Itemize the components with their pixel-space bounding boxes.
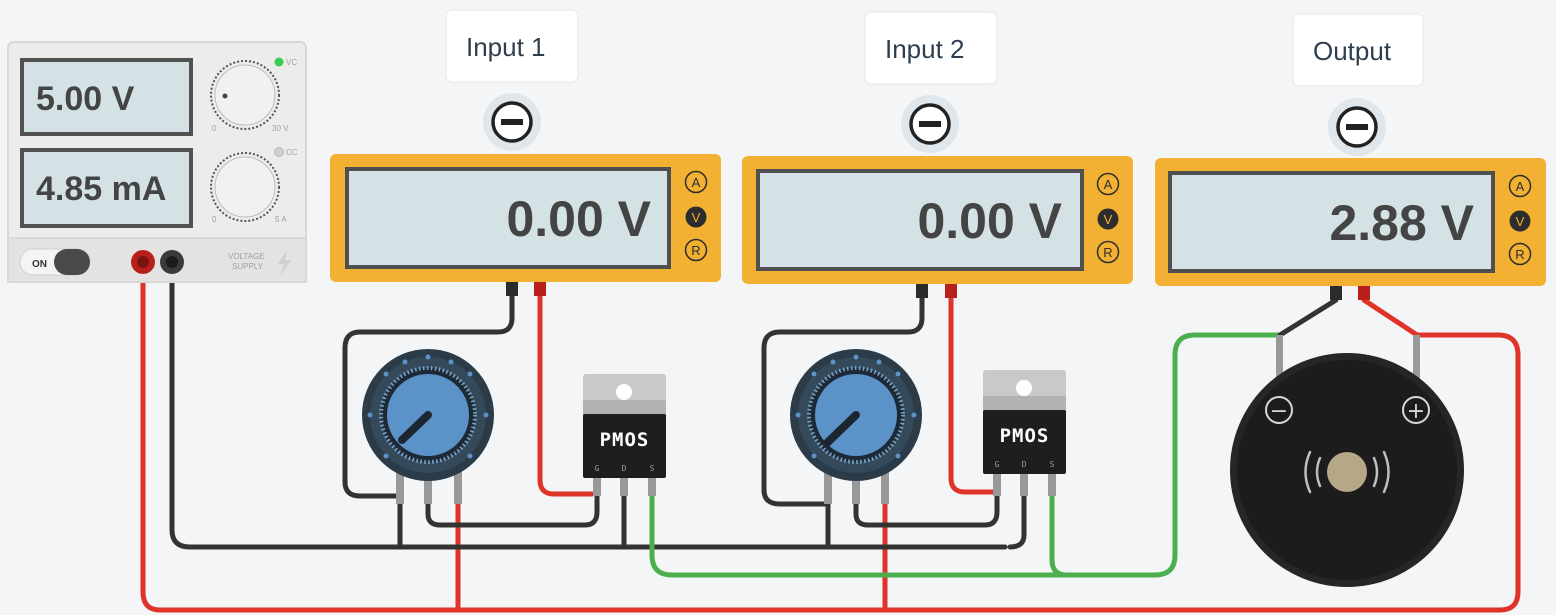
pin-d-label: D xyxy=(1022,460,1027,469)
probe-plugs[interactable] xyxy=(916,284,957,298)
multimeter-input-1[interactable]: Input 1 0.00 V A V R xyxy=(330,9,721,296)
mode-a-label: A xyxy=(1104,177,1113,192)
minus-probe-icon[interactable] xyxy=(483,93,541,151)
voltage-knob-min-label: 0 xyxy=(212,124,217,133)
minus-terminal-icon: − xyxy=(1265,396,1293,424)
meter-reading: 0.00 V xyxy=(917,193,1062,249)
cc-indicator-label: CC xyxy=(286,148,298,157)
sound-wave-icon xyxy=(1304,450,1390,494)
cc-indicator-light xyxy=(274,147,284,157)
mode-r-button[interactable] xyxy=(1508,242,1532,266)
mode-buttons: A V R xyxy=(1096,172,1120,264)
mode-a-label: A xyxy=(692,175,701,190)
mode-r-button[interactable] xyxy=(1096,240,1120,264)
callout-input-2: Input 2 xyxy=(864,11,998,85)
pmos-transistor-2[interactable]: PMOS G D S xyxy=(983,370,1066,496)
current-knob-max-label: 5 A xyxy=(275,215,287,224)
probe-plugs[interactable] xyxy=(1330,286,1370,300)
potentiometer-2[interactable] xyxy=(790,349,922,504)
supply-brand-line1: VOLTAGE xyxy=(228,252,265,261)
mode-a-button[interactable] xyxy=(1508,174,1532,198)
mode-r-label: R xyxy=(691,243,700,258)
power-switch[interactable]: ON xyxy=(19,248,91,276)
vc-indicator-label: VC xyxy=(286,58,297,67)
mode-v-label: V xyxy=(1516,214,1525,229)
green-source2-wire[interactable] xyxy=(1049,475,1070,578)
meter2-red-probe-wire[interactable] xyxy=(948,292,996,495)
buzzer-disc xyxy=(1327,452,1367,492)
mode-buttons: A V R xyxy=(684,170,708,262)
callout-input-1: Input 1 xyxy=(445,9,579,83)
mode-r-label: R xyxy=(1515,247,1524,262)
mode-buttons: A V R xyxy=(1508,174,1532,266)
mode-r-label: R xyxy=(1103,245,1112,260)
vc-indicator-light xyxy=(274,57,284,67)
current-knob-min-label: 0 xyxy=(212,215,217,224)
pin-g-label: G xyxy=(595,464,600,473)
pmos-label: PMOS xyxy=(1000,425,1050,447)
probe-plugs[interactable] xyxy=(506,282,546,296)
output-black-probe-wire[interactable] xyxy=(1277,297,1339,338)
pin-g-label: G xyxy=(995,460,1000,469)
voltage-knob-max-label: 30 V xyxy=(272,124,289,133)
meter2-black-probe-wire[interactable] xyxy=(761,292,925,507)
pot-pointer xyxy=(823,411,860,447)
callout-output: Output xyxy=(1292,13,1424,87)
voltage-display-text: 5.00 V xyxy=(36,80,135,118)
pin-s-label: S xyxy=(650,464,655,473)
plus-terminal-icon: + xyxy=(1402,396,1430,424)
minus-probe-icon[interactable] xyxy=(1328,98,1386,156)
potentiometer-1[interactable] xyxy=(362,349,494,504)
mode-a-label: A xyxy=(1516,179,1525,194)
meter-reading: 2.88 V xyxy=(1329,195,1474,251)
pin-d-label: D xyxy=(622,464,627,473)
callout-input-2-label: Input 2 xyxy=(885,34,965,64)
pmos-label: PMOS xyxy=(600,429,650,451)
pmos-mount-hole xyxy=(616,384,632,400)
wires xyxy=(140,261,1521,613)
meter1-red-probe-wire[interactable] xyxy=(537,292,595,497)
meter1-black-probe-wire[interactable] xyxy=(342,292,515,499)
callout-input-1-label: Input 1 xyxy=(466,32,546,62)
mode-v-button[interactable] xyxy=(1097,208,1119,230)
green-source1-wire[interactable] xyxy=(649,332,1283,578)
power-switch-label: ON xyxy=(32,259,47,270)
mode-v-label: V xyxy=(1104,212,1113,227)
pot-pointer xyxy=(398,411,432,444)
callout-output-label: Output xyxy=(1313,36,1392,66)
pot1-wiper-gate-wire[interactable] xyxy=(425,475,600,528)
mode-a-button[interactable] xyxy=(1096,172,1120,196)
multimeter-input-2[interactable]: Input 2 0.00 V A V R xyxy=(742,11,1133,298)
power-supply[interactable]: 5.00 V 4.85 mA VC CC 0 30 V 0 5 A ON xyxy=(7,41,307,283)
voltage-knob[interactable] xyxy=(210,60,280,130)
pin-s-label: S xyxy=(1050,460,1055,469)
pmos-mount-hole xyxy=(1016,380,1032,396)
mode-v-label: V xyxy=(692,210,701,225)
mode-r-button[interactable] xyxy=(684,238,708,262)
mode-v-button[interactable] xyxy=(685,206,707,228)
pmos-transistor-1[interactable]: PMOS G D S xyxy=(583,374,666,496)
lightning-icon xyxy=(278,250,291,276)
black-drain2-wire[interactable] xyxy=(1007,475,1027,550)
mode-a-button[interactable] xyxy=(684,170,708,194)
mode-v-button[interactable] xyxy=(1509,210,1531,232)
negative-terminal[interactable] xyxy=(160,250,184,274)
svg-text:+: + xyxy=(1407,399,1425,424)
current-knob[interactable] xyxy=(210,152,280,222)
piezo-buzzer[interactable]: − + xyxy=(1230,335,1464,587)
output-red-probe-wire[interactable] xyxy=(1361,297,1420,338)
black-bus-wire[interactable] xyxy=(169,261,1008,550)
svg-text:−: − xyxy=(1270,399,1288,424)
positive-terminal[interactable] xyxy=(131,250,155,274)
minus-probe-icon[interactable] xyxy=(901,95,959,153)
meter-reading: 0.00 V xyxy=(506,191,651,247)
red-bus-wire[interactable] xyxy=(140,261,1521,613)
pot2-wiper-gate-wire[interactable] xyxy=(853,475,1000,528)
supply-brand-line2: SUPPLY xyxy=(232,262,264,271)
multimeter-output[interactable]: Output 2.88 V A V R xyxy=(1155,13,1546,300)
current-display-text: 4.85 mA xyxy=(36,170,166,208)
